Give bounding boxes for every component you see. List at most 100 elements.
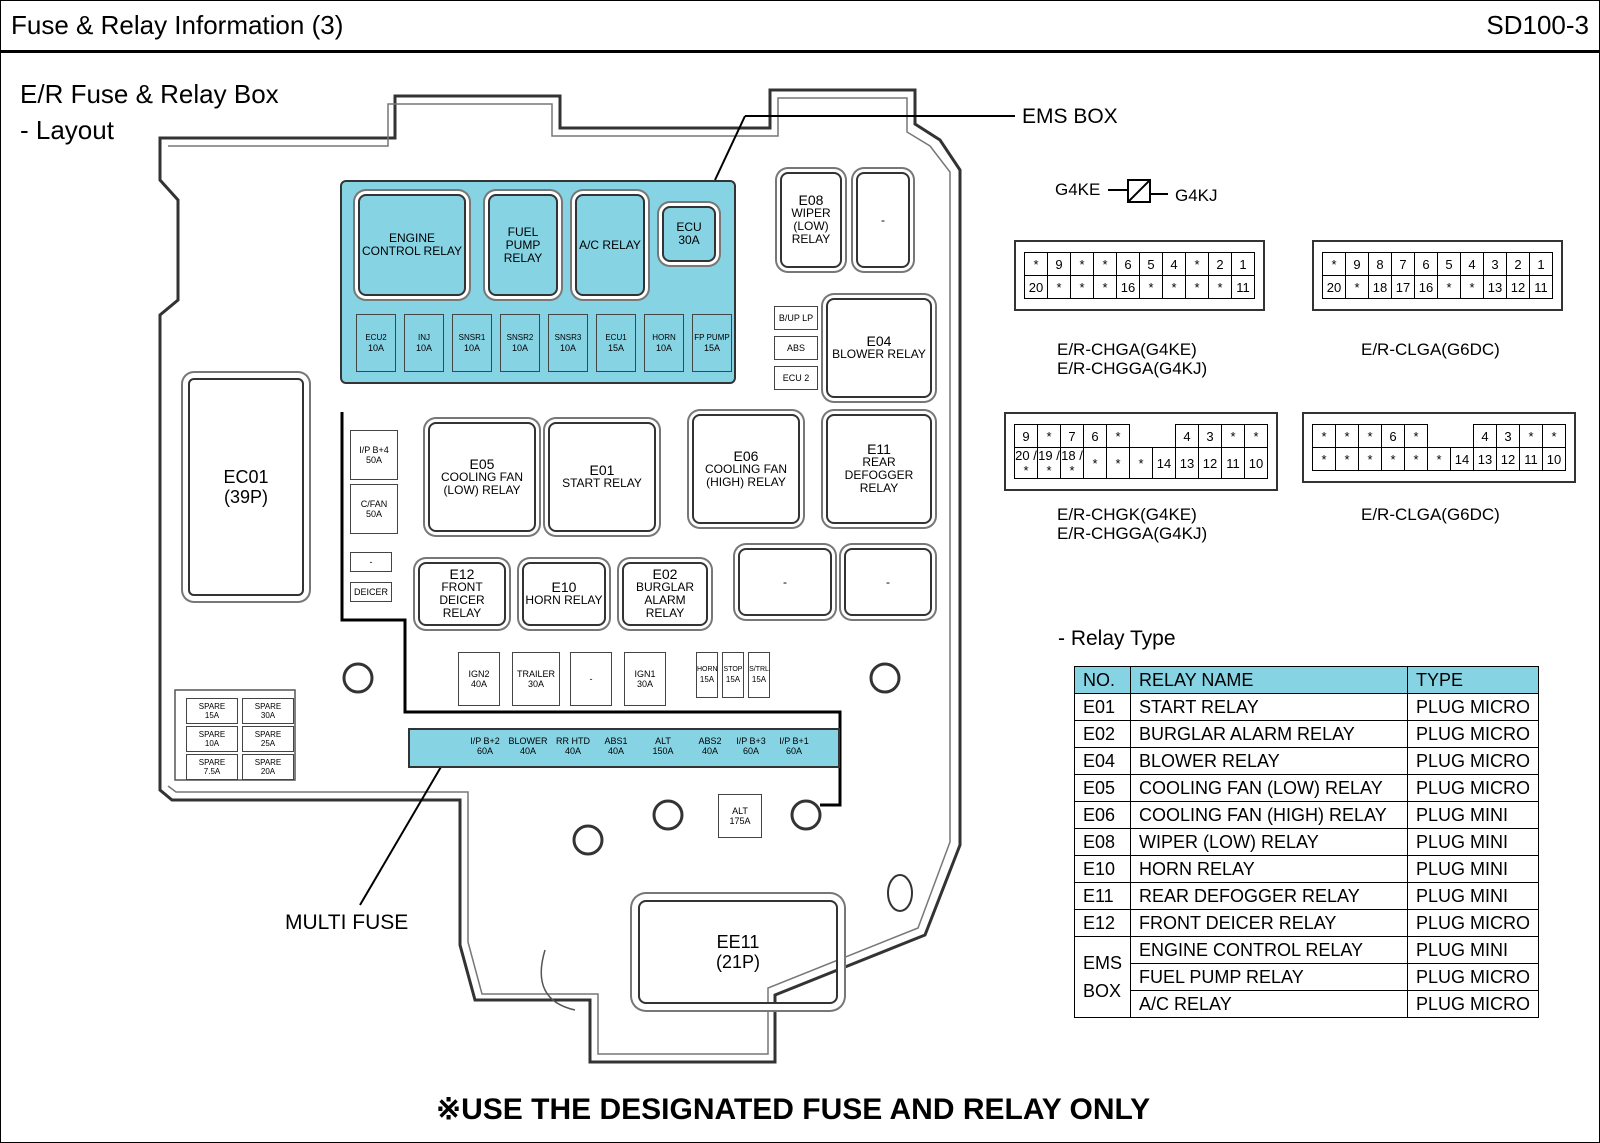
- table-cell: E02: [1073, 720, 1132, 748]
- pin: *: [1519, 424, 1543, 448]
- connector-chgk-caption: E/R-CHGK(G4KE)E/R-CHGGA(G4KJ): [1057, 505, 1207, 543]
- relay-empty-2[interactable]: -: [738, 548, 832, 616]
- pin: *: [1070, 275, 1094, 299]
- caption-line: E/R-CHGGA(G4KJ): [1057, 359, 1208, 378]
- pin: 19 / *: [1037, 447, 1061, 479]
- fuse-rating: 40A: [701, 746, 718, 756]
- pin: [1130, 425, 1153, 448]
- pin: 4: [1162, 252, 1186, 276]
- relay-id: E02: [652, 566, 678, 582]
- fuse-rating: 40A: [607, 746, 624, 756]
- pin: 4: [1460, 252, 1484, 276]
- fuse-rating: 30A: [678, 233, 700, 247]
- caption-line: E/R-CHGGA(G4KJ): [1057, 524, 1208, 543]
- fuse-empty[interactable]: -: [350, 552, 392, 572]
- relay-id: E10: [551, 579, 577, 595]
- ac-relay[interactable]: A/C RELAY: [575, 194, 645, 296]
- ee11-connector[interactable]: EE11 (21P): [638, 900, 838, 1004]
- fuse-abs[interactable]: ABS: [774, 336, 818, 360]
- relay-empty-1[interactable]: -: [856, 172, 910, 268]
- fuse-ecu2[interactable]: ECU 2: [774, 366, 818, 390]
- pin: 11: [1529, 275, 1553, 299]
- relay-id: E08: [798, 192, 824, 208]
- pin: 20 / *: [1014, 447, 1038, 479]
- pin-row: 20***16****11: [1024, 275, 1255, 299]
- fuse-name: C/FAN: [360, 499, 388, 509]
- relay-empty-3[interactable]: -: [844, 548, 932, 616]
- table-header-row: NO. RELAY NAME TYPE: [1073, 666, 1540, 694]
- fuse-name: SPARE: [254, 730, 282, 739]
- fuel-pump-relay[interactable]: FUEL PUMP RELAY: [488, 194, 558, 296]
- pin: [1451, 425, 1474, 448]
- pin: *: [1312, 447, 1336, 471]
- table-cell: PLUG MICRO: [1407, 693, 1540, 721]
- fuse-name: ABS2: [698, 736, 722, 746]
- pin: 6: [1083, 424, 1107, 448]
- engine-control-relay[interactable]: ENGINE CONTROL RELAY: [358, 194, 466, 296]
- fuse-name: -: [369, 557, 373, 567]
- table-cell: E08: [1073, 828, 1132, 856]
- table-cell: E11: [1073, 882, 1132, 910]
- table-cell: PLUG MINI: [1407, 801, 1540, 829]
- relay-type-title: - Relay Type: [1058, 627, 1176, 650]
- page-code: SD100-3: [1486, 10, 1589, 40]
- pin: 3: [1483, 252, 1507, 276]
- fuse-rating: 60A: [785, 746, 802, 756]
- fuse-bup-lp[interactable]: B/UP LP: [774, 306, 818, 330]
- fuse-mid-empty[interactable]: -: [570, 652, 612, 706]
- caption-line: E/R-CLGA(G6DC): [1361, 340, 1500, 359]
- fuse-rating: 30A: [636, 679, 653, 689]
- pin: *: [1404, 424, 1428, 448]
- pin: 10: [1244, 447, 1268, 479]
- fuse-rating: 10A: [463, 343, 480, 353]
- pin: 13: [1483, 275, 1507, 299]
- ec01-connector[interactable]: EC01 (39P): [188, 378, 304, 596]
- fuse-deicer[interactable]: DEICER: [350, 582, 392, 602]
